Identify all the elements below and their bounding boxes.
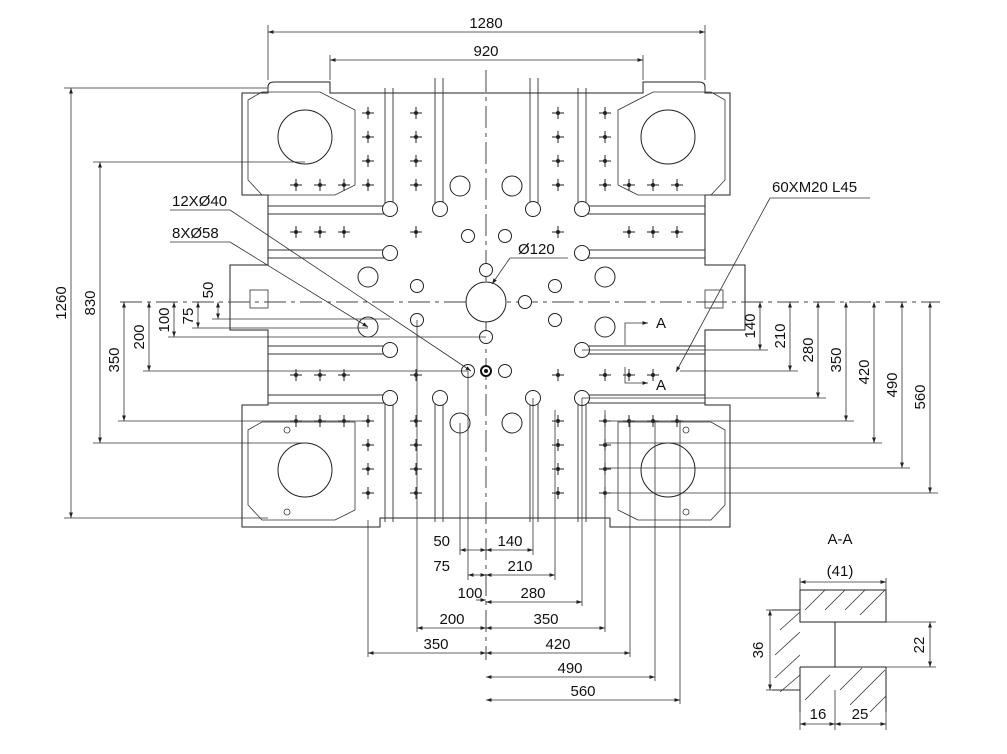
dim-right-560: 560 <box>912 384 929 409</box>
dim-left-overall: 1260 <box>53 286 70 319</box>
threaded-hole <box>409 438 423 452</box>
threaded-hole <box>289 178 303 192</box>
threaded-hole <box>409 106 423 120</box>
threaded-hole <box>409 130 423 144</box>
threaded-hole <box>361 154 375 168</box>
dim-top-inner: 920 <box>473 43 498 60</box>
callout-holes-58: 8XØ58 <box>172 225 219 242</box>
threaded-hole <box>670 225 684 239</box>
dim-top-overall: 1280 <box>469 15 502 32</box>
section-mark-bottom: A <box>656 377 666 394</box>
dimension-text: 1280 920 1260 830 350 200 100 75 50 140 … <box>53 15 929 700</box>
mounting-holes <box>357 175 616 434</box>
dim-bottom-right-140: 140 <box>497 533 522 550</box>
threaded-hole <box>361 178 375 192</box>
dim-bottom-left-75: 75 <box>433 558 450 575</box>
callout-holes-40: 12XØ40 <box>172 193 227 210</box>
threaded-hole <box>551 438 565 452</box>
threaded-hole <box>622 225 636 239</box>
section-bottom-left: 16 <box>810 706 827 723</box>
threaded-hole <box>551 462 565 476</box>
threaded-hole <box>551 225 565 239</box>
threaded-hole <box>598 130 612 144</box>
threaded-hole <box>551 130 565 144</box>
threaded-hole <box>598 106 612 120</box>
dim-right-140: 140 <box>742 313 759 338</box>
threaded-hole <box>646 225 660 239</box>
callout-thread: 60XM20 L45 <box>772 179 857 196</box>
dim-right-210: 210 <box>772 323 789 348</box>
threaded-hole <box>598 178 612 192</box>
threaded-hole <box>551 178 565 192</box>
threaded-hole <box>551 486 565 500</box>
threaded-hole <box>337 225 351 239</box>
section-height-left: 36 <box>750 642 767 659</box>
threaded-hole <box>598 154 612 168</box>
dim-left-100: 100 <box>156 307 173 332</box>
section-title: A-A <box>827 531 852 548</box>
threaded-hole <box>409 414 423 428</box>
platen-outline <box>229 81 746 528</box>
callout-center-hole: Ø120 <box>518 241 555 258</box>
dim-left-inner: 830 <box>82 290 99 315</box>
threaded-hole <box>337 178 351 192</box>
dim-left-75: 75 <box>180 308 197 325</box>
dim-bottom-right-490: 490 <box>557 660 582 677</box>
threaded-hole <box>409 486 423 500</box>
dim-bottom-left-50: 50 <box>433 533 450 550</box>
dimension-lines <box>64 25 938 704</box>
threaded-hole <box>409 154 423 168</box>
threaded-hole <box>551 368 565 382</box>
dim-left-200: 200 <box>131 324 148 349</box>
section-height-right: 22 <box>911 637 928 654</box>
threaded-hole <box>409 462 423 476</box>
threaded-hole <box>313 178 327 192</box>
threaded-hole <box>622 178 636 192</box>
threaded-hole <box>409 225 423 239</box>
section-mark-top: A <box>656 315 666 332</box>
dim-bottom-left-350: 350 <box>423 636 448 653</box>
threaded-hole <box>551 154 565 168</box>
dim-bottom-right-560: 560 <box>570 683 595 700</box>
dim-bottom-right-350: 350 <box>533 611 558 628</box>
dim-bottom-left-200: 200 <box>439 611 464 628</box>
threaded-hole <box>551 106 565 120</box>
threaded-hole <box>409 178 423 192</box>
dim-bottom-right-210: 210 <box>507 558 532 575</box>
dim-left-50: 50 <box>200 282 217 299</box>
threaded-hole <box>361 106 375 120</box>
dim-right-490: 490 <box>884 372 901 397</box>
threaded-hole <box>289 225 303 239</box>
dim-bottom-left-100: 100 <box>457 585 482 602</box>
dim-right-420: 420 <box>856 359 873 384</box>
threaded-hole <box>361 462 375 476</box>
dim-right-280: 280 <box>800 337 817 362</box>
section-top-width: (41) <box>827 563 854 580</box>
section-a-a: A-A (41) 36 22 16 25 <box>750 531 936 730</box>
section-bottom-right: 25 <box>852 706 869 723</box>
dim-right-350: 350 <box>828 347 845 372</box>
dim-bottom-right-420: 420 <box>545 636 570 653</box>
threaded-hole <box>361 130 375 144</box>
threaded-hole <box>598 368 612 382</box>
dim-left-350: 350 <box>106 347 123 372</box>
threaded-hole <box>361 486 375 500</box>
threaded-hole <box>670 178 684 192</box>
threaded-hole <box>361 438 375 452</box>
threaded-hole <box>551 414 565 428</box>
threaded-hole <box>313 225 327 239</box>
threaded-hole <box>646 178 660 192</box>
dim-bottom-right-280: 280 <box>520 585 545 602</box>
